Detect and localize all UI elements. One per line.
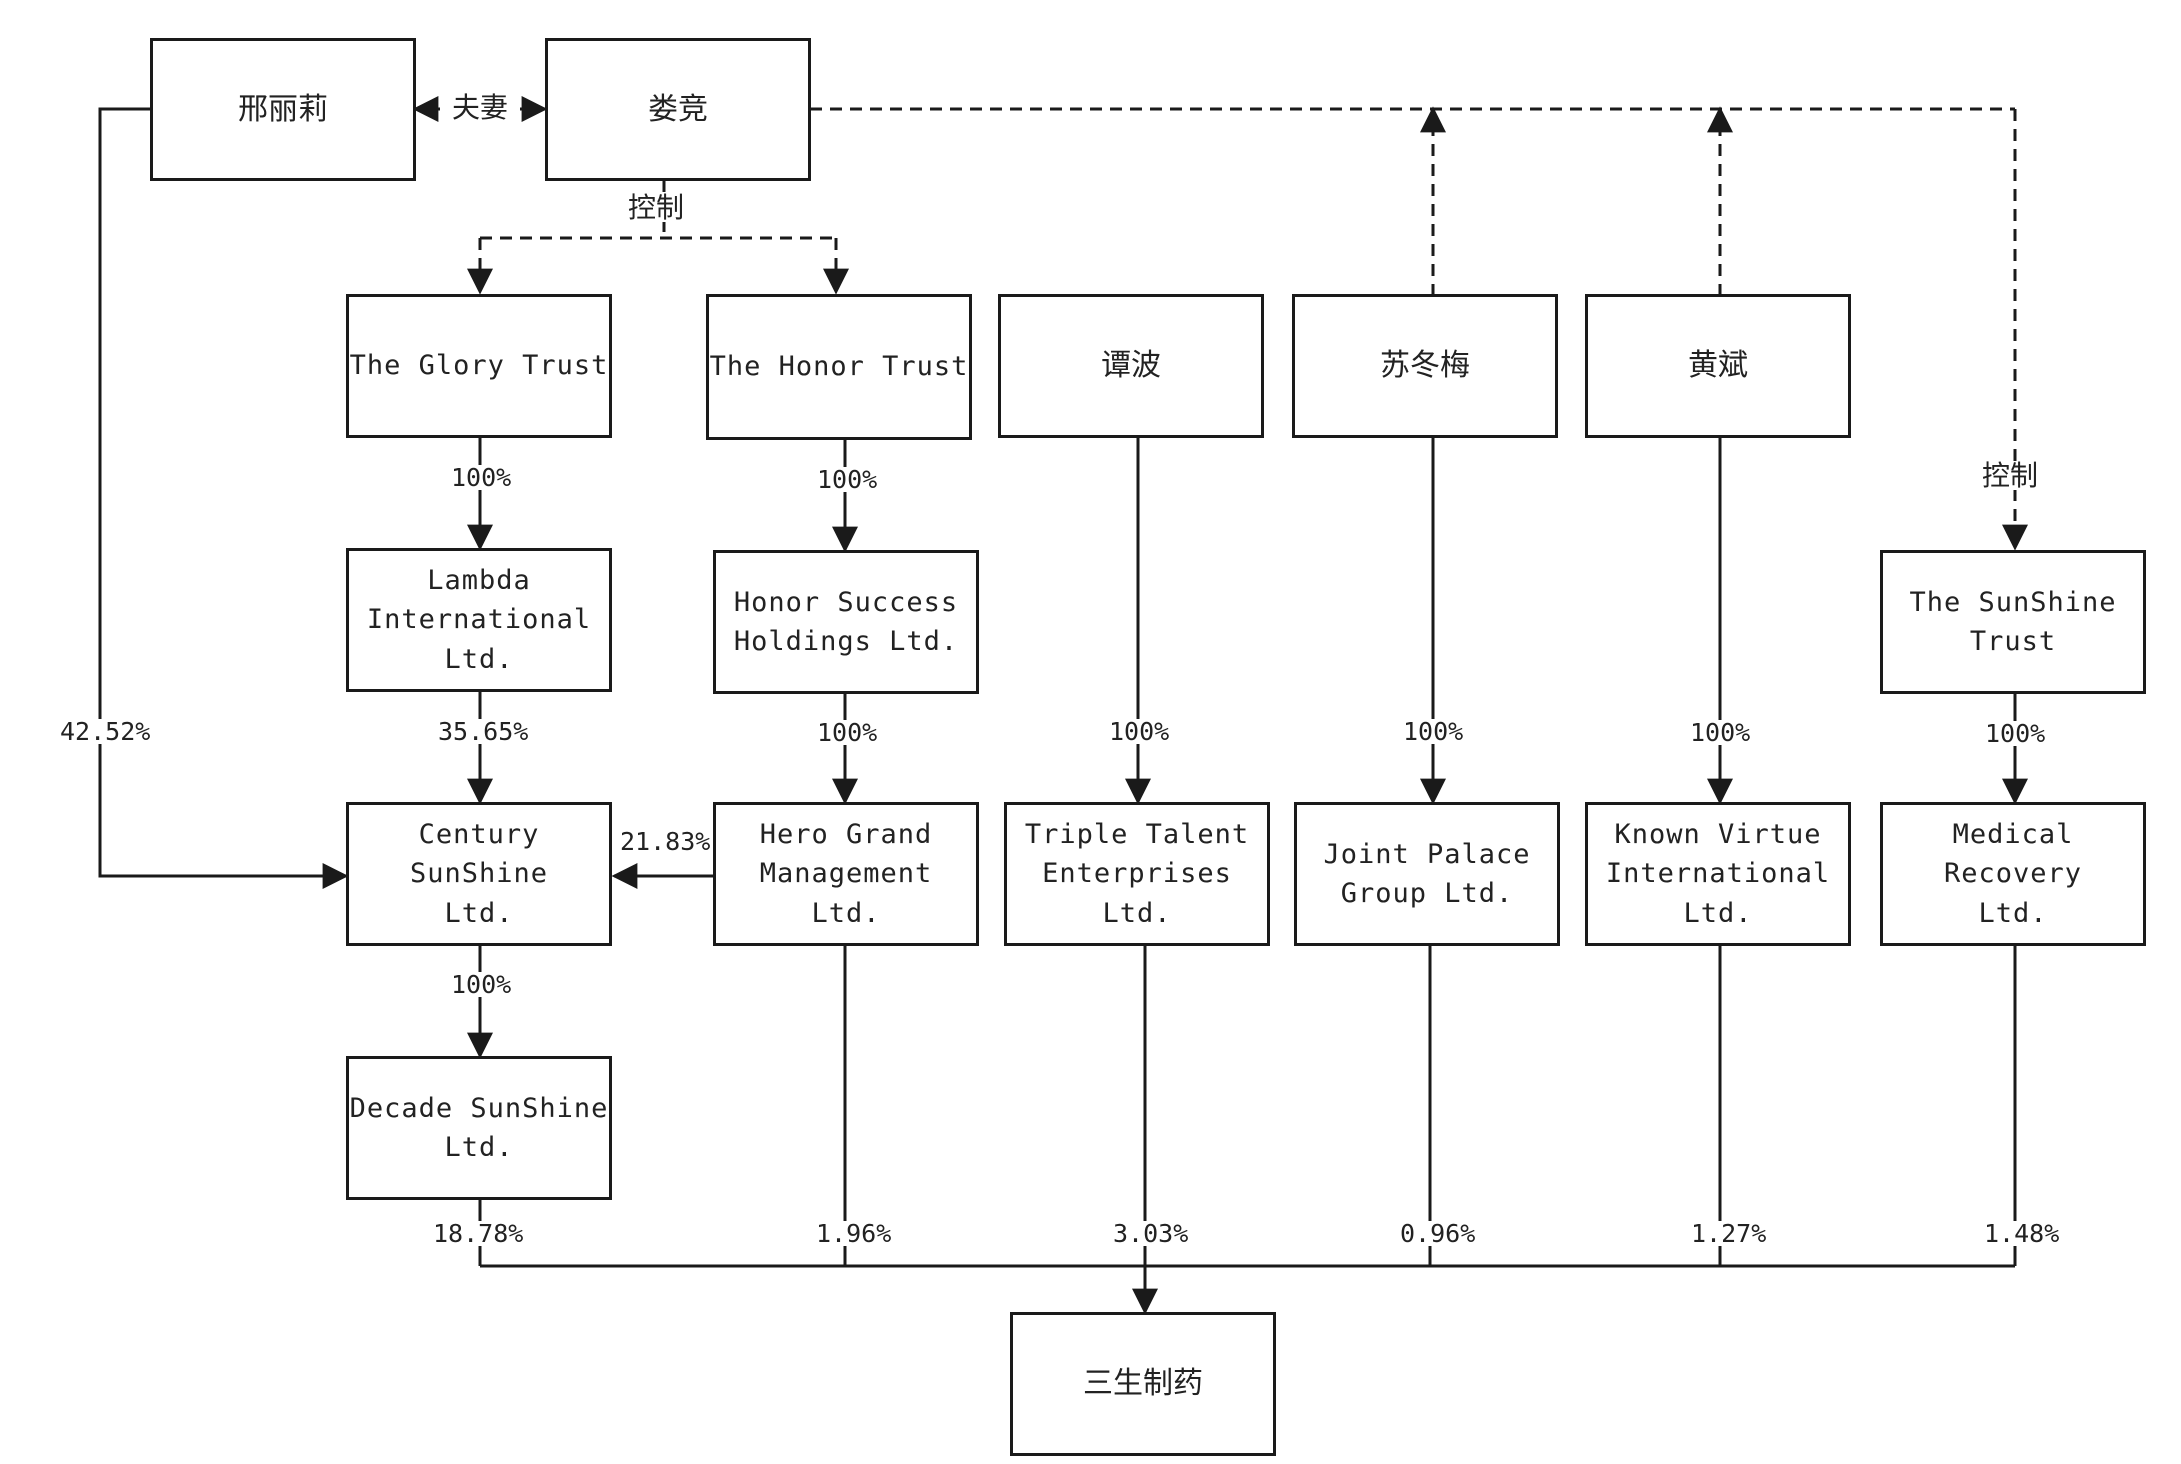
- node-medical-recovery: Medical Recovery Ltd.: [1880, 802, 2146, 946]
- label-joint-sansheng-pct: 0.96%: [1398, 1219, 1478, 1248]
- label-su-joint-pct: 100%: [1401, 717, 1466, 746]
- node-joint-palace: Joint Palace Group Ltd.: [1294, 802, 1560, 946]
- label-lambda-century-pct: 35.65%: [436, 717, 531, 746]
- label-spouse: 夫妻: [450, 91, 511, 124]
- node-tan-bo: 谭波: [998, 294, 1264, 438]
- node-honor-success-holdings: Honor Success Holdings Ltd.: [713, 550, 979, 694]
- label-sunshine-medical-pct: 100%: [1983, 719, 2048, 748]
- node-sansheng-pharma: 三生制药: [1010, 1312, 1276, 1456]
- label-medical-sansheng-pct: 1.48%: [1982, 1219, 2062, 1248]
- node-su-dongmei: 苏冬梅: [1292, 294, 1558, 438]
- node-xing-lili: 邢丽莉: [150, 38, 416, 181]
- label-known-sansheng-pct: 1.27%: [1689, 1219, 1769, 1248]
- node-triple-talent: Triple Talent Enterprises Ltd.: [1004, 802, 1270, 946]
- label-century-decade-pct: 100%: [449, 970, 514, 999]
- label-decade-sansheng-pct: 18.78%: [431, 1219, 526, 1248]
- node-known-virtue: Known Virtue International Ltd.: [1585, 802, 1851, 946]
- label-xing-century-pct: 42.52%: [58, 717, 153, 746]
- label-glory-lambda-pct: 100%: [449, 463, 514, 492]
- node-glory-trust: The Glory Trust: [346, 294, 612, 438]
- node-hero-grand: Hero Grand Management Ltd.: [713, 802, 979, 946]
- label-hero-sansheng-pct: 1.96%: [814, 1219, 894, 1248]
- label-control-left: 控制: [626, 191, 687, 224]
- label-huang-known-pct: 100%: [1688, 718, 1753, 747]
- node-honor-trust: The Honor Trust: [706, 294, 972, 440]
- label-success-hero-pct: 100%: [815, 718, 880, 747]
- label-triple-sansheng-pct: 3.03%: [1111, 1219, 1191, 1248]
- label-tanbo-triple-pct: 100%: [1107, 717, 1172, 746]
- node-lou-jing: 娄竞: [545, 38, 811, 181]
- node-decade-sunshine: Decade SunShine Ltd.: [346, 1056, 612, 1200]
- node-century-sunshine: Century SunShine Ltd.: [346, 802, 612, 946]
- xing-to-century: [98, 107, 349, 889]
- label-control-right: 控制: [1980, 459, 2041, 492]
- label-hero-century-pct: 21.83%: [618, 827, 713, 856]
- node-huang-bin: 黄斌: [1585, 294, 1851, 438]
- node-sunshine-trust: The SunShine Trust: [1880, 550, 2146, 694]
- node-lambda-international: Lambda International Ltd.: [346, 548, 612, 692]
- label-honor-success-pct: 100%: [815, 465, 880, 494]
